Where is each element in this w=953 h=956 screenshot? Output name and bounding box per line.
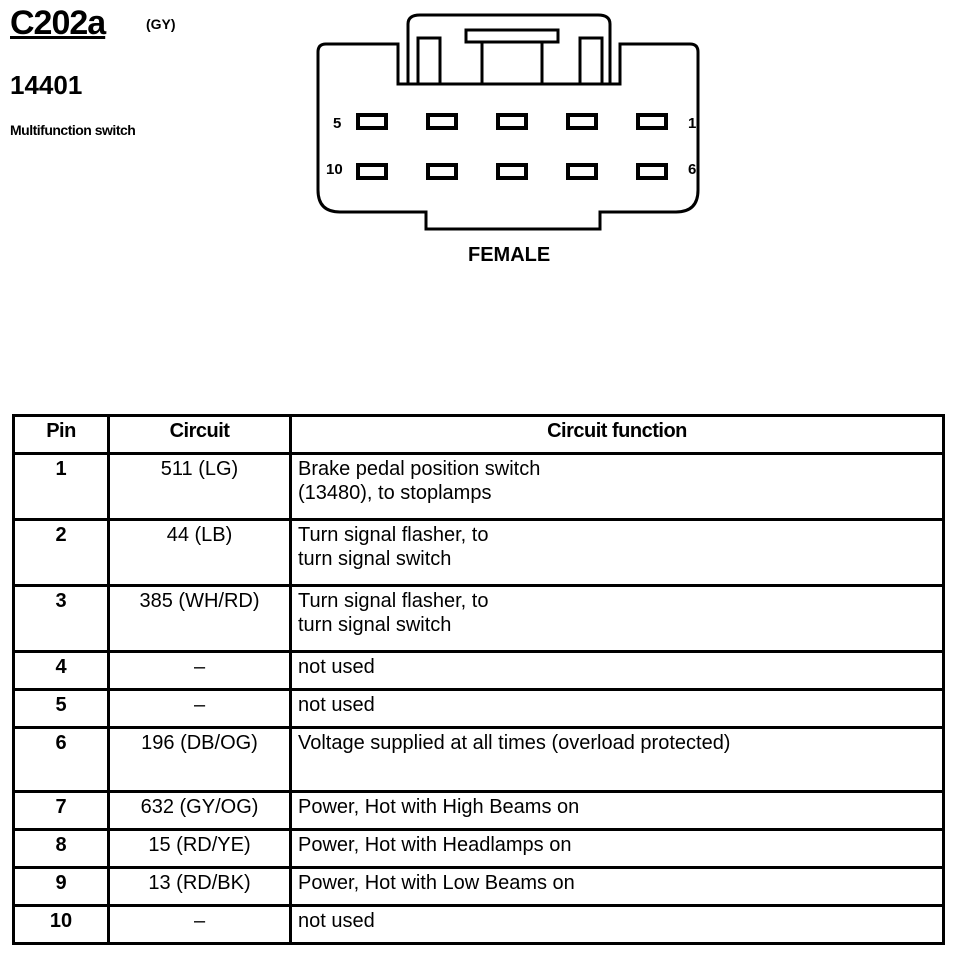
circuit-cell: 196 (DB/OG) [107,726,292,793]
function-cell: Turn signal flasher, to turn signal swit… [289,584,945,653]
pin-label-5: 5 [333,115,341,132]
terminal-3 [496,113,528,130]
terminal-7 [566,163,598,180]
header-pin: Pin [12,414,110,455]
connector-gender: FEMALE [468,244,551,266]
connector-face-diagram: 5 1 10 6 [316,13,700,231]
circuit-cell: 511 (LG) [107,452,292,521]
function-cell: Power, Hot with High Beams on [289,790,945,831]
pin-label-10: 10 [326,161,343,178]
pin-cell: 8 [12,828,110,869]
function-cell: not used [289,688,945,729]
pin-cell: 5 [12,688,110,729]
terminal-10 [356,163,388,180]
connector-color-code: (GY) [146,16,176,32]
circuit-cell: 385 (WH/RD) [107,584,292,653]
terminal-6 [636,163,668,180]
circuit-cell: 13 (RD/BK) [107,866,292,907]
function-cell: Power, Hot with Low Beams on [289,866,945,907]
table-row: 4–not used [12,650,945,691]
pin-cell: 2 [12,518,110,587]
function-cell: not used [289,650,945,691]
terminal-cavities [356,113,668,180]
pin-cell: 4 [12,650,110,691]
terminal-1 [636,113,668,130]
connector-id: C202a [10,4,106,42]
function-cell: not used [289,904,945,945]
part-number: 14401 [10,70,83,100]
circuit-cell: – [107,904,292,945]
pin-cell: 3 [12,584,110,653]
connector-housing [316,13,700,231]
function-cell: Voltage supplied at all times (overload … [289,726,945,793]
table-row: 5–not used [12,688,945,729]
terminal-4 [426,113,458,130]
pin-cell: 10 [12,904,110,945]
pin-label-6: 6 [688,161,696,178]
table-header-row: Pin Circuit Circuit function [12,414,945,455]
pin-cell: 6 [12,726,110,793]
circuit-cell: 44 (LB) [107,518,292,587]
pin-cell: 1 [12,452,110,521]
circuit-cell: 632 (GY/OG) [107,790,292,831]
component-name: Multifunction switch [10,122,136,138]
function-cell: Power, Hot with Headlamps on [289,828,945,869]
table-row: 10–not used [12,904,945,945]
terminal-2 [566,113,598,130]
terminal-9 [426,163,458,180]
circuit-cell: – [107,688,292,729]
circuit-cell: – [107,650,292,691]
circuit-cell: 15 (RD/YE) [107,828,292,869]
header-function: Circuit function [289,414,945,455]
pin-cell: 9 [12,866,110,907]
terminal-8 [496,163,528,180]
function-cell: Brake pedal position switch (13480), to … [289,452,945,521]
pin-label-1: 1 [688,115,696,132]
connector-header: C202a [10,4,106,43]
function-cell: Turn signal flasher, to turn signal swit… [289,518,945,587]
terminal-5 [356,113,388,130]
header-circuit: Circuit [107,414,292,455]
pin-cell: 7 [12,790,110,831]
